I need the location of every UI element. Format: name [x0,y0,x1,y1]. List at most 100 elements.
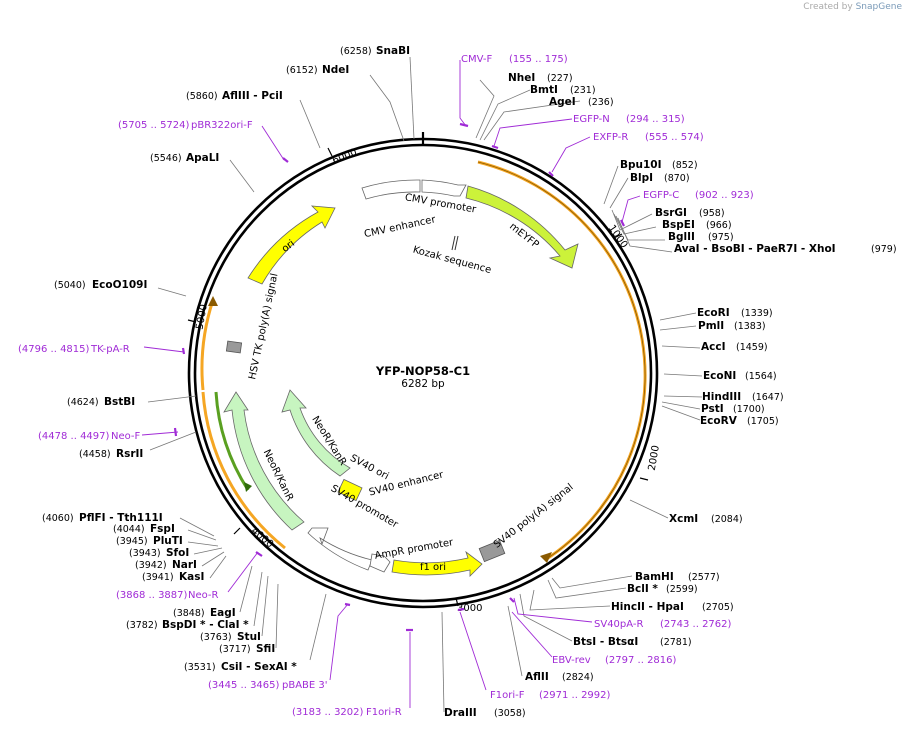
enzyme-pos-sfoi: (3943) [129,548,161,559]
enzyme-bspei: BspEI [662,219,695,231]
enzyme-bspdi: BspDI * - ClaI * [162,619,249,631]
enzyme-pos-econi: (1564) [745,371,777,382]
backbone-inner [193,143,653,603]
tick-6000: 6000 [331,147,359,167]
enzyme-afliii: AflIII - PciI [222,90,283,102]
tick-mark-1000 [613,233,623,239]
enzyme-pos-hincii: (2705) [702,602,734,613]
feature-label-hsv-tk: HSV TK poly(A) signal [247,272,280,380]
enzyme-pos-eagi: (3848) [173,608,205,619]
primer-labels: CMV-F (155 .. 175) EGFP-N (294 .. 315) E… [18,54,754,718]
enzyme-pos-sfii: (3717) [219,644,251,655]
enzyme-leader-lines [147,56,703,713]
enzyme-pos-hindiii: (1647) [752,392,784,403]
tick-mark-6000 [327,147,333,157]
feature-sv40-polya [478,539,506,563]
enzyme-sfoi: SfoI [166,547,189,559]
enzyme-pos-rsrii: (4458) [79,449,111,460]
enzyme-fspi: FspI [150,523,175,535]
enzyme-pos-ecoo109i: (5040) [54,280,86,291]
enzyme-xcmi: XcmI [669,513,698,525]
primer-pos-f1ori-f: (2971 .. 2992) [539,690,611,701]
feature-label-ampr-promoter: AmpR promoter [374,537,455,562]
tick-mark-3000 [455,597,459,607]
feature-kozak-2 [454,235,459,251]
left-orange-arc-2 [200,299,215,391]
enzyme-bstbi: BstBI [104,396,135,408]
primer-pos-pbabe3: (3445 .. 3465) [208,680,280,691]
primer-f1ori-r: F1ori-R [366,707,402,718]
feature-label-cmv-enhancer: CMV enhancer [363,214,437,240]
plasmid-length: 6282 bp [401,378,445,390]
enzyme-pos-bstbi: (4624) [67,397,99,408]
primer-pbr322ori-f: pBR322ori-F [191,120,253,131]
enzyme-pluti: PluTI [153,535,183,547]
primer-exfp-r: EXFP-R [593,132,628,143]
feature-neor-kanr-outer [223,391,305,531]
enzyme-pos-bsrgi: (958) [699,208,725,219]
enzyme-labels: (6258) SnaBI (6152) NdeI (5860) AflIII -… [42,45,897,719]
enzyme-ecorv: EcoRV [700,415,738,427]
nop58-arrowhead [540,552,552,563]
enzyme-pos-bspei: (966) [706,220,732,231]
primer-tk-pa-r: TK-pA-R [90,344,130,355]
primer-pos-egfp-n: (294 .. 315) [626,114,685,125]
enzyme-pos-afliii: (5860) [186,91,218,102]
primer-f1ori-f: F1ori-F [490,690,525,701]
feature-neor-kanr-inner [281,389,351,477]
enzyme-pos-apali: (5546) [150,153,182,164]
enzyme-psti: PstI [701,403,724,415]
primer-pos-neo-f: (4478 .. 4497) [38,431,110,442]
feature-hsv-tk-polya [225,340,243,354]
feature-meyfp [465,185,579,269]
primer-pbabe3: pBABE 3' [282,680,328,691]
enzyme-pos-psti: (1700) [733,404,765,415]
feature-cmv-enhancer [361,179,421,200]
primer-pos-neo-r: (3868 .. 3887) [116,590,188,601]
enzyme-pos-avai: (979) [871,244,897,255]
enzyme-pos-snabi: (6258) [340,46,372,57]
tick-3000: 3000 [457,603,482,614]
tick-4000: 4000 [249,526,276,551]
enzyme-hindiii: HindIII [702,391,741,403]
primer-neo-f: Neo-F [111,431,141,442]
primer-ebv-rev: EBV-rev [552,655,591,666]
tick-5000: 5000 [195,304,210,331]
enzyme-bcli: BclI * [627,583,658,595]
enzyme-ecori: EcoRI [697,307,730,319]
enzyme-pos-stui: (3763) [200,632,232,643]
primer-pos-cmv-f: (155 .. 175) [509,54,568,65]
enzyme-avai: AvaI - BsoBI - PaeR7I - XhoI [674,243,836,255]
enzyme-stui: StuI [237,631,261,643]
enzyme-draiii: DraIII [444,707,477,719]
primer-neo-r: Neo-R [188,590,219,601]
left-orange-arc-1 [201,391,286,550]
enzyme-pos-bglii: (975) [708,232,734,243]
enzyme-pos-agei: (236) [588,97,614,108]
primer-pos-exfp-r: (555 .. 574) [645,132,704,143]
enzyme-pos-csii: (3531) [184,662,216,673]
primer-pos-sv40pa-r: (2743 .. 2762) [660,619,732,630]
primer-sv40pa-r: SV40pA-R [594,619,643,630]
snapgene-credit: Created by SnapGene [803,2,902,12]
tick-mark-2000 [639,477,649,481]
enzyme-bamhi: BamHI [635,571,674,583]
enzyme-pos-nari: (3942) [135,560,167,571]
enzyme-hincii: HincII - HpaI [611,601,684,613]
enzyme-nari: NarI [172,559,197,571]
enzyme-pos-blpi: (870) [664,173,690,184]
primer-pos-f1ori-r: (3183 .. 3202) [292,707,364,718]
enzyme-pos-fspi: (4044) [113,524,145,535]
enzyme-bpu10i: Bpu10I [620,159,662,171]
enzyme-sfii: SfiI [256,643,275,655]
enzyme-pos-bmti: (231) [570,85,596,96]
left-green-arc [214,391,250,491]
feature-f1-ori [391,550,483,577]
enzyme-pos-ecorv: (1705) [747,416,779,427]
feature-sv40-promoter [307,527,373,571]
left-green-arrowhead [244,482,252,492]
primer-lines [141,60,641,708]
enzyme-eagi: EagI [210,607,236,619]
primer-cmv-f: CMV-F [461,54,492,65]
